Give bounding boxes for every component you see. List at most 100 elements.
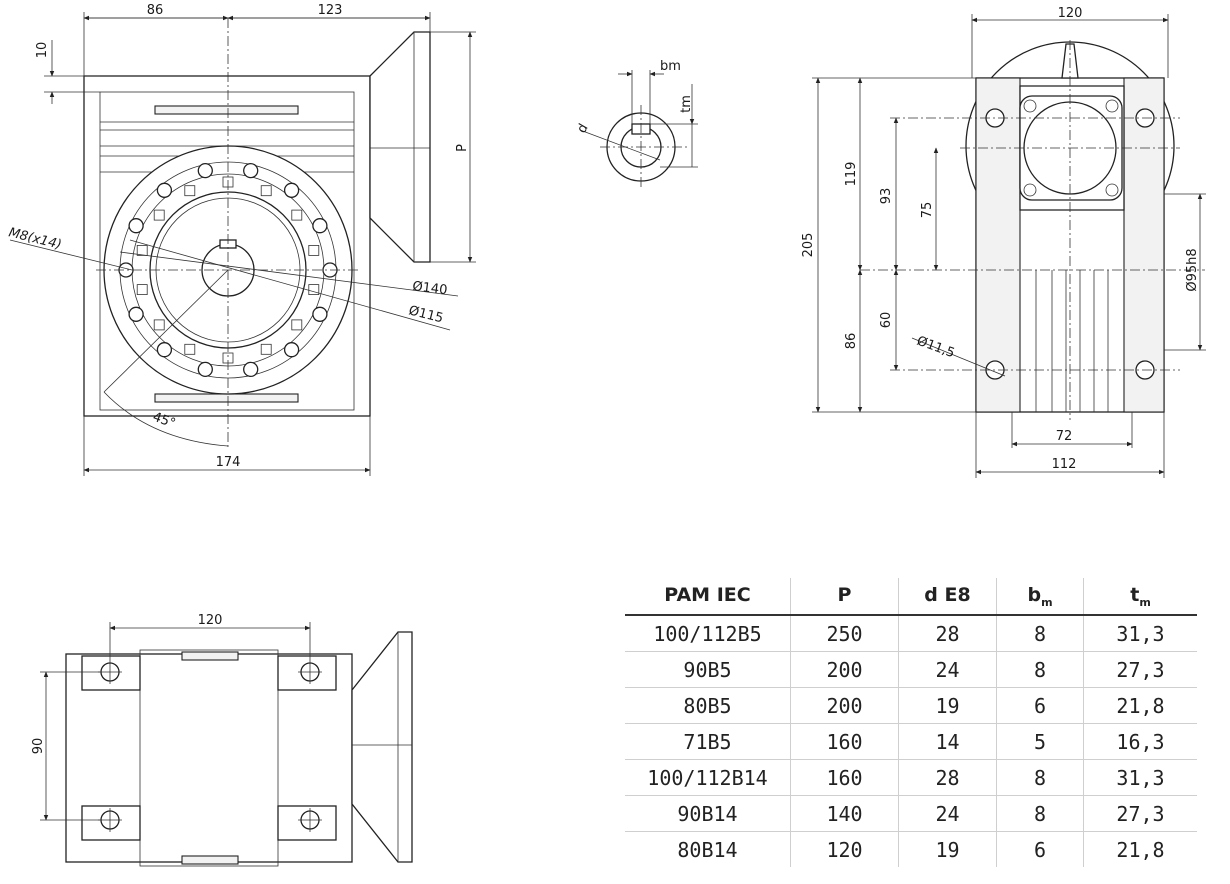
cell-d: 24 — [898, 795, 997, 832]
flange-pocket — [153, 209, 165, 221]
flange-pocket — [291, 319, 303, 331]
cell-tm: 31,3 — [1083, 615, 1197, 652]
label-tm: tm — [679, 95, 694, 113]
bolt-hole — [243, 162, 259, 179]
table-row: 100/112B5 250 28 8 31,3 — [625, 615, 1197, 652]
dim-86: 86 — [147, 3, 164, 18]
cell-tm: 31,3 — [1083, 759, 1197, 796]
dim-60: 60 — [879, 312, 894, 329]
dim-72: 72 — [1056, 429, 1073, 444]
bolt-hole — [197, 162, 213, 179]
label-m8-x14: M8(x14) — [7, 225, 63, 253]
label-45-deg: 45° — [151, 410, 178, 432]
cell-bm: 8 — [996, 615, 1084, 652]
flange-pocket — [260, 343, 272, 355]
cell-tm: 21,8 — [1083, 687, 1197, 724]
header-bm: bm — [996, 578, 1084, 616]
table-row: 100/112B14 160 28 8 31,3 — [625, 759, 1197, 796]
dim-112: 112 — [1052, 457, 1077, 472]
table-row: 90B14 140 24 8 27,3 — [625, 795, 1197, 832]
input-flange — [369, 31, 431, 263]
dim-205: 205 — [801, 233, 816, 258]
bolt-hole — [156, 182, 173, 198]
bolt-hole — [197, 361, 213, 378]
cell-bm: 8 — [996, 651, 1084, 688]
flange-pocket — [136, 284, 148, 296]
cell-pam: 100/112B14 — [625, 759, 791, 796]
flange-pocket — [308, 284, 320, 296]
cell-d: 14 — [898, 723, 997, 760]
cell-tm: 27,3 — [1083, 651, 1197, 688]
bolt-hole — [283, 342, 300, 358]
header-d-e8: d E8 — [898, 578, 997, 616]
dim-86-side: 86 — [844, 333, 859, 350]
bolt-hole — [243, 361, 259, 378]
dim-119: 119 — [844, 162, 859, 187]
cell-bm: 6 — [996, 687, 1084, 724]
dim-90: 90 — [31, 738, 46, 755]
flange-pocket — [260, 185, 272, 197]
header-pam-iec: PAM IEC — [625, 578, 791, 616]
table-row: 80B14 120 19 6 21,8 — [625, 831, 1197, 867]
cooling-fin — [154, 105, 299, 115]
table-row: 71B5 160 14 5 16,3 — [625, 723, 1197, 760]
table-header-row: PAM IEC P d E8 bm tm — [625, 578, 1197, 616]
side-view: 120 205 119 86 93 60 75 Ø11,5 Ø95h8 72 — [801, 6, 1206, 478]
dim-120-top: 120 — [1058, 6, 1083, 21]
cell-pam: 90B5 — [625, 651, 791, 688]
cell-tm: 21,8 — [1083, 831, 1197, 867]
flange-pocket — [184, 343, 196, 355]
cell-d: 24 — [898, 651, 997, 688]
cell-pam: 100/112B5 — [653, 621, 762, 646]
shaft-section-view: bm tm d — [574, 59, 698, 190]
dim-10: 10 — [35, 42, 50, 59]
flange-pocket — [291, 209, 303, 221]
cell-p: 160 — [790, 759, 899, 796]
dim-120-bottom: 120 — [198, 613, 223, 628]
flange-pocket — [153, 319, 165, 331]
cell-tm: 16,3 — [1083, 723, 1197, 760]
dim-P: P — [455, 144, 470, 152]
flange-pocket — [136, 244, 148, 256]
cell-p: 160 — [790, 723, 899, 760]
cell-p: 140 — [790, 795, 899, 832]
bolt-holes — [118, 162, 338, 378]
cell-d: 28 — [898, 615, 997, 652]
bolt-hole — [283, 182, 300, 198]
dim-75: 75 — [920, 202, 935, 219]
label-dia-95h8: Ø95h8 — [1185, 248, 1200, 291]
cell-pam: 80B14 — [625, 831, 791, 867]
cell-tm: 27,3 — [1083, 795, 1197, 832]
bolt-hole — [128, 306, 144, 322]
cell-bm: 8 — [996, 795, 1084, 832]
header-tm: tm — [1083, 578, 1197, 616]
label-dia-140: Ø140 — [412, 279, 449, 298]
cell-d: 28 — [898, 759, 997, 796]
label-bm: bm — [660, 59, 681, 74]
cell-pam: 90B14 — [625, 795, 791, 832]
header-p: P — [790, 578, 899, 616]
flange-pocket — [308, 244, 320, 256]
bottom-view: 120 90 — [31, 613, 413, 867]
cell-p: 120 — [790, 831, 899, 867]
cell-p: 250 — [790, 615, 899, 652]
bolt-hole — [156, 342, 173, 358]
bottom-input-flange — [351, 631, 413, 863]
cell-d: 19 — [898, 687, 997, 724]
table-row: 80B5 200 19 6 21,8 — [625, 687, 1197, 724]
cell-pam: 80B5 — [625, 687, 791, 724]
bolt-hole — [128, 218, 144, 234]
cell-p: 200 — [790, 687, 899, 724]
bolt-hole — [312, 306, 328, 322]
cell-bm: 8 — [996, 759, 1084, 796]
cell-d: 19 — [898, 831, 997, 867]
specification-table: PAM IEC P d E8 bm tm 100/112B5 250 28 8 … — [625, 578, 1197, 867]
bolt-hole — [312, 218, 328, 234]
label-dia-11-5: Ø11,5 — [915, 334, 957, 361]
dim-174: 174 — [216, 455, 241, 470]
cell-p: 200 — [790, 651, 899, 688]
dim-93: 93 — [879, 188, 894, 205]
cell-bm: 6 — [996, 831, 1084, 867]
cell-bm: 5 — [996, 723, 1084, 760]
